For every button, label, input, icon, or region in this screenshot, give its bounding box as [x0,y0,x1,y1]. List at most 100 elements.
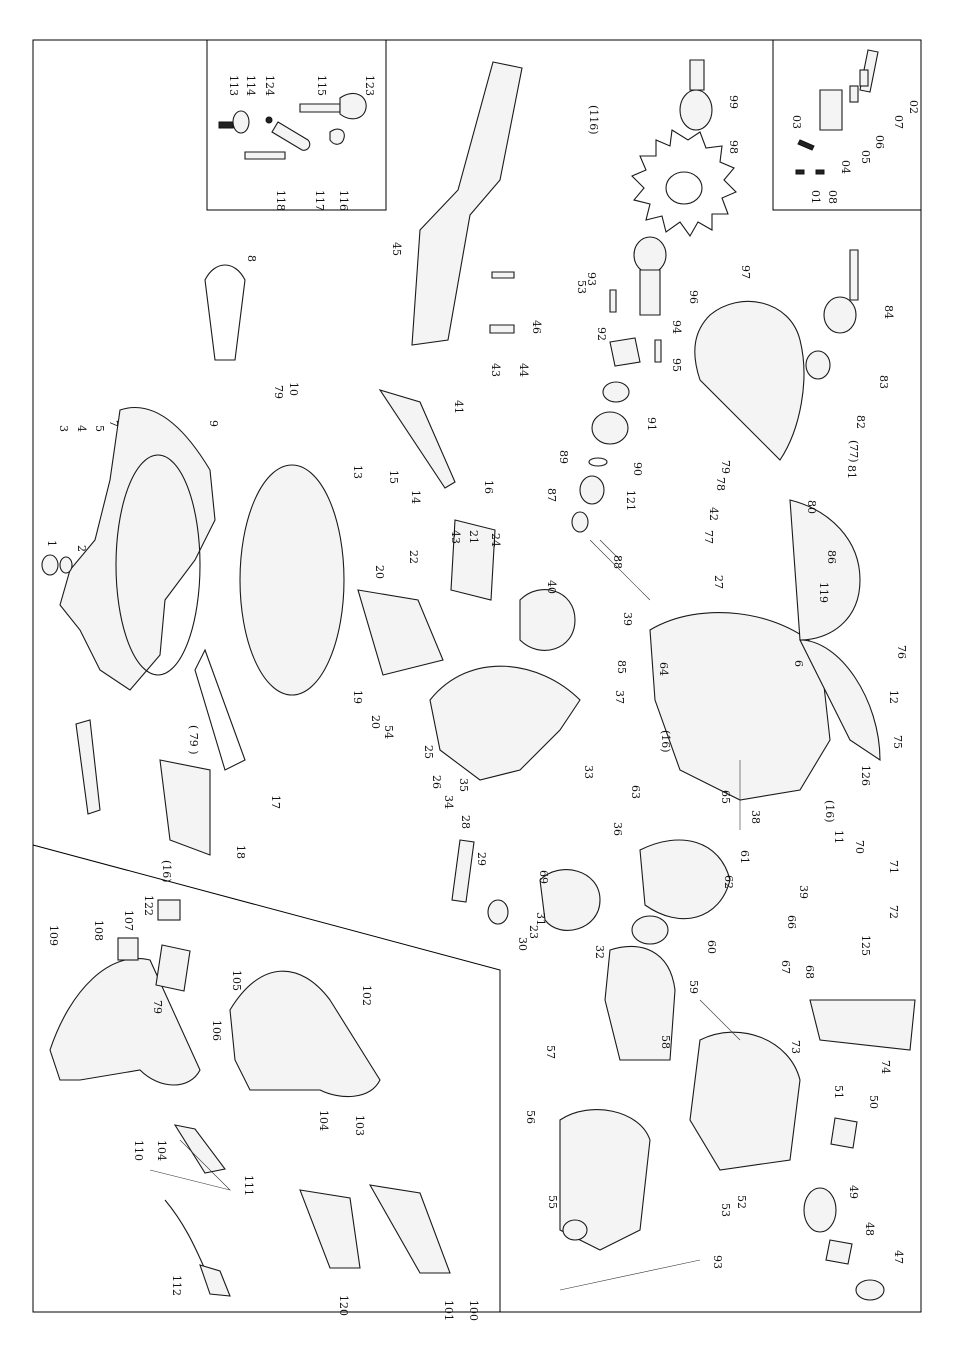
part-label-l59: 59 [687,980,700,994]
part-label-l126: 126 [859,765,872,786]
part-48-brush [825,1239,853,1265]
part-label-l50: 50 [867,1095,880,1109]
part-label-l08: 08 [826,190,839,204]
part-label-l119: 119 [817,582,830,603]
part-97-saw-blade [631,129,737,238]
part-64-motor-housing [649,612,831,801]
part-label-l43a: 43 [489,363,502,377]
part-116-knob [329,128,345,145]
part-label-l60: 60 [705,940,718,954]
part-label-l70: 70 [853,840,866,854]
part-label-l113: 113 [227,75,240,96]
part-label-l85: 85 [615,660,628,674]
lock-parts-group [218,93,367,160]
part-label-l80: 80 [805,500,818,514]
part-label-l97: 97 [739,265,752,279]
inset-box-laser-parts [772,39,922,211]
part-label-l76: 76 [895,645,908,659]
part-label-l20b: 20 [369,715,382,729]
part-label-l46: 46 [530,320,543,334]
part-label-l31: 31 [534,912,547,926]
part-label-l121: 121 [624,490,637,511]
part-label-l7: 7 [107,420,120,427]
part-label-l25: 25 [422,745,435,759]
part-93-screw [609,289,617,313]
part-label-l79a: 79 [272,385,285,399]
part-label-l1: 1 [45,540,58,547]
part-label-l33: 33 [582,765,595,779]
part-label-l56: 56 [524,1110,537,1124]
part-103-handle-half [229,970,381,1098]
part-label-l53a: 53 [575,280,588,294]
part-42-cover [789,499,861,641]
part-label-l39b: 39 [797,885,810,899]
part-58-armature [604,945,676,1061]
outer-frame [32,39,922,1313]
upper-guard-group [411,59,859,461]
part-label-l16b: (16) [659,730,672,753]
part-label-l63: 63 [629,785,642,799]
part-47-cap [855,1279,885,1301]
part-label-l10: 10 [287,382,300,396]
part-2-washer [59,556,73,574]
part-label-l67: 67 [779,960,792,974]
part-label-l84: 84 [882,305,895,319]
part-label-l17: 17 [269,795,282,809]
part-label-l55: 55 [546,1195,559,1209]
part-label-l5: 5 [93,425,106,432]
part-8-handle [204,264,246,361]
part-label-l110: 110 [132,1140,145,1161]
part-label-l58: 58 [659,1035,672,1049]
part-label-l93a: 93 [585,272,598,286]
part-74-plate [809,999,916,1051]
part-label-l06: 06 [873,135,886,149]
part-label-l71: 71 [887,860,900,874]
blade-arbor-hole [665,171,703,205]
part-06-battery [849,85,859,103]
part-label-l125: 125 [859,935,872,956]
part-label-l75: 75 [891,735,904,749]
part-55-bearing [562,1219,588,1241]
part-label-l99: 99 [727,95,740,109]
part-label-l123: 123 [363,75,376,96]
part-label-l77: 77 [702,530,715,544]
part-label-l38: 38 [749,810,762,824]
part-label-l9: 9 [207,420,220,427]
part-label-l112: 112 [170,1275,183,1296]
inset-box-lock-parts [206,39,387,211]
part-label-l90: 90 [631,462,644,476]
part-label-l65: 65 [719,790,732,804]
part-label-l68: 68 [803,965,816,979]
part-41-blade-cover [411,61,523,346]
part-label-l74: 74 [879,1060,892,1074]
leader-lines [149,539,741,1291]
part-label-l32: 32 [593,945,606,959]
part-label-l11: 11 [832,830,845,844]
part-label-l05: 05 [859,150,872,164]
part-30-cap [487,899,509,925]
part-121-clip [588,457,608,467]
part-label-l24: 24 [489,533,502,547]
part-label-l111: 111 [242,1175,255,1196]
part-108-switch [117,937,139,961]
part-label-l87: 87 [545,488,558,502]
part-label-l115: 115 [315,75,328,96]
part-label-l102: 102 [360,985,373,1006]
part-83-plate [823,296,857,334]
part-label-l69: 69 [537,870,550,884]
part-label-l41: 41 [452,400,465,414]
part-label-l82: 82 [854,415,867,429]
part-04-housing [819,89,843,131]
part-113-screw [218,121,234,129]
part-122-switch [157,899,181,921]
base-turntable-ring [115,454,201,676]
part-label-l79b: 79 [719,460,732,474]
part-44-screw [489,324,515,334]
part-label-l116: 116 [337,190,350,211]
part-label-l16a: 16 [482,480,495,494]
part-label-l12: 12 [887,690,900,704]
part-label-l114: 114 [244,75,257,96]
part-label-l92: 92 [595,327,608,341]
part-label-l101: 101 [442,1300,455,1321]
